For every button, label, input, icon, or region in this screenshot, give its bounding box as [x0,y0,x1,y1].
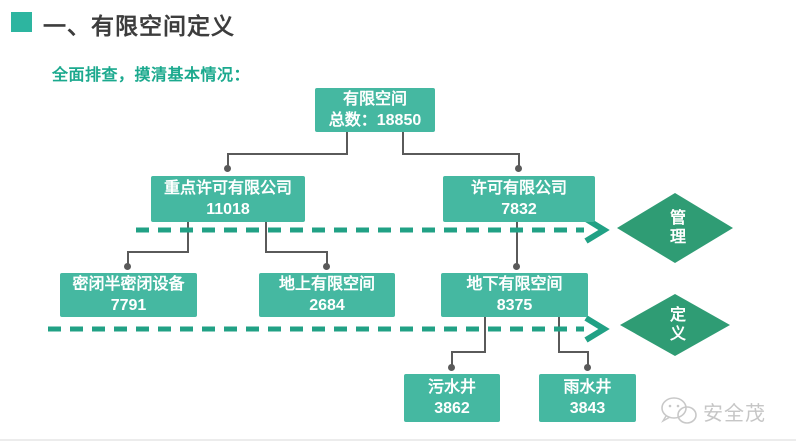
connector-line [558,351,589,353]
connector-dot [513,263,520,270]
node-value: 11018 [206,201,250,218]
dashed-arrow-definition [48,315,610,343]
connector-dot [124,263,131,270]
node-root: 有限空间 总数：18850 [315,88,435,132]
node-value: 总数：18850 [328,112,422,129]
node-underground: 地下有限空间 8375 [441,273,588,317]
connector-line [558,317,560,353]
connector-line [451,351,453,367]
connector-line [227,153,348,155]
connector-line [484,317,486,353]
title-bullet-square [11,12,32,32]
node-permit: 许可有限公司 7832 [443,176,595,222]
node-label: 污水井 [427,379,476,396]
connector-line [265,251,328,253]
connector-line [227,153,229,167]
connector-line [127,251,189,253]
node-label: 地下有限空间 [466,276,563,293]
node-label: 有限空间 [342,91,407,108]
diamond-definition: 定义 [620,294,730,356]
connector-dot [584,364,591,371]
connector-dot [224,165,231,172]
node-sealed: 密闭半密闭设备 7791 [60,273,197,317]
node-value: 7832 [501,201,537,218]
connector-line [346,132,348,155]
connector-line [265,222,267,253]
node-label: 重点许可有限公司 [163,180,292,197]
node-label: 地上有限空间 [278,276,375,293]
node-sewage-well: 污水井 3862 [404,374,500,422]
subtitle: 全面排查，摸清基本情况： [52,67,251,84]
node-value: 3862 [434,400,470,417]
node-rain-well: 雨水井 3843 [539,374,636,422]
connector-line [127,251,129,265]
connector-line [187,222,189,253]
connector-dot [323,263,330,270]
connector-dot [448,364,455,371]
node-value: 7791 [110,297,147,314]
node-key-permit: 重点许可有限公司 11018 [151,176,305,222]
node-value: 3843 [569,400,606,417]
diamond-label: 定义 [667,306,684,344]
page-title: 一、有限空间定义 [43,13,235,39]
connector-line [518,153,520,167]
node-label: 密闭半密闭设备 [72,276,185,293]
diamond-label: 管理 [667,209,684,247]
connector-line [516,222,518,264]
connector-line [451,351,486,353]
watermark: 安全茂 [660,396,766,426]
connector-line [402,132,404,155]
diamond-management: 管理 [617,193,733,263]
watermark-text: 安全茂 [703,402,766,425]
node-value: 8375 [496,297,533,314]
node-label: 许可有限公司 [470,180,567,197]
connector-dot [515,165,522,172]
node-value: 2684 [309,297,345,314]
connector-line [402,153,519,155]
connector-line [326,251,328,265]
connector-line [587,351,589,367]
node-label: 雨水井 [563,379,612,396]
node-above-ground: 地上有限空间 2684 [259,273,395,317]
wechat-icon [661,397,697,424]
dashed-arrow-management [136,216,610,244]
